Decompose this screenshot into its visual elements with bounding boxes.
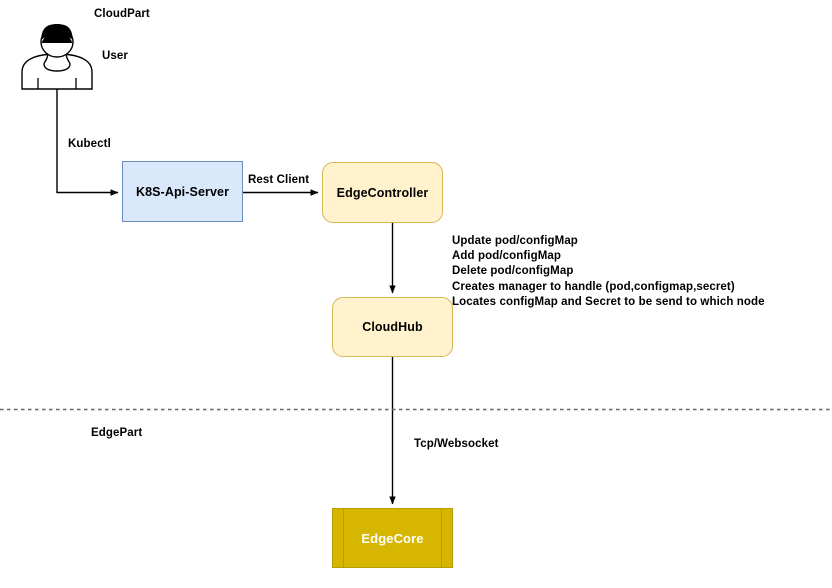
tcp-websocket-edge-label: Tcp/Websocket	[414, 438, 499, 450]
node-edge-controller[interactable]: EdgeController	[322, 162, 443, 223]
node-k8s-api-server[interactable]: K8S-Api-Server	[122, 161, 243, 222]
node-edge-core[interactable]: EdgeCore	[332, 508, 453, 568]
node-cloud-hub-label: CloudHub	[362, 320, 423, 334]
annotation-line-4: Creates manager to handle (pod,configmap…	[452, 280, 735, 293]
node-k8s-api-server-label: K8S-Api-Server	[135, 184, 230, 199]
annotation-line-5: Locates configMap and Secret to be send …	[452, 295, 765, 308]
edge-part-label: EdgePart	[91, 427, 143, 439]
cloud-part-label: CloudPart	[94, 8, 150, 20]
user-actor-icon	[21, 24, 93, 90]
connector-kubectl	[56, 89, 119, 196]
annotation-line-1: Update pod/configMap	[452, 235, 578, 247]
kubectl-edge-label: Kubectl	[68, 138, 111, 150]
node-cloud-hub[interactable]: CloudHub	[332, 297, 453, 357]
process-right-bar	[441, 509, 442, 567]
annotation-line-3: Delete pod/configMap	[452, 265, 574, 278]
edge-controller-annotations: Update pod/configMap Add pod/configMap D…	[452, 234, 765, 310]
annotation-line-2: Add pod/configMap	[452, 250, 562, 263]
node-edge-core-label: EdgeCore	[361, 530, 424, 546]
rest-client-edge-label: Rest Client	[248, 174, 310, 186]
user-label: User	[102, 50, 128, 62]
process-left-bar	[343, 509, 344, 567]
node-edge-controller-label: EdgeController	[336, 185, 429, 200]
